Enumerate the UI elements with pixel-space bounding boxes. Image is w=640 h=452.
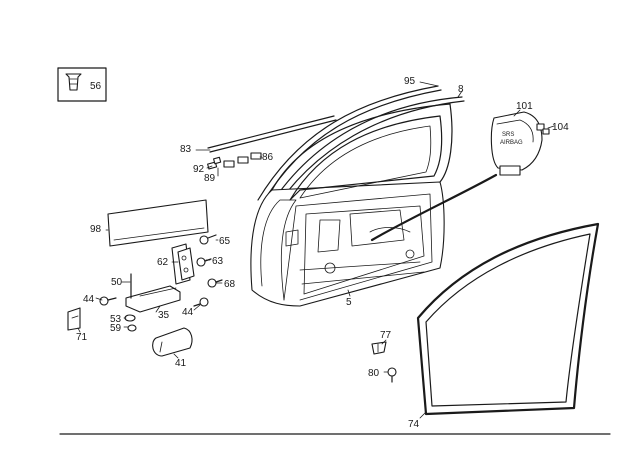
callout-63: 63 [212, 256, 224, 267]
callout-65: 65 [219, 236, 231, 247]
clip-56-icon [65, 73, 82, 91]
clip-86 [223, 152, 262, 168]
callout-98: 98 [90, 224, 102, 235]
airbag-label-line1: SRS [502, 132, 514, 138]
callout-8: 8 [458, 84, 464, 95]
callout-101: 101 [516, 101, 533, 112]
clip-77 [371, 341, 387, 355]
callouts: 95 8 101 104 83 92 89 86 98 65 62 63 50 … [76, 76, 569, 430]
callout-50: 50 [111, 277, 123, 288]
bolt-63 [196, 257, 212, 267]
callout-71: 71 [76, 332, 88, 343]
airbag-label-line2: AIRBAG [500, 140, 523, 146]
bracket-71 [67, 307, 81, 331]
callout-68: 68 [224, 279, 236, 290]
callout-77: 77 [380, 330, 392, 341]
callout-44-right: 44 [182, 307, 194, 318]
callout-41: 41 [175, 358, 187, 369]
airbag-module-101 [490, 111, 543, 176]
callout-86: 86 [262, 152, 274, 163]
cover-cap-41 [152, 327, 193, 357]
washer-59 [127, 324, 137, 332]
clip-80 [387, 367, 397, 383]
bolt-44-right [193, 297, 209, 307]
door-shell-5 [250, 103, 453, 307]
legend-box [57, 67, 107, 102]
callout-80: 80 [368, 368, 380, 379]
callout-83: 83 [180, 144, 192, 155]
trim-strip-98 [107, 199, 209, 247]
callout-95: 95 [404, 76, 416, 87]
callout-89: 89 [204, 173, 216, 184]
callout-53: 53 [110, 314, 122, 325]
airbag-pointer-line [370, 173, 498, 242]
callout-35: 35 [158, 310, 170, 321]
leader-lines [77, 81, 555, 419]
callout-59: 59 [110, 323, 122, 334]
callout-104: 104 [552, 122, 569, 133]
callout-74: 74 [408, 419, 420, 430]
callout-62: 62 [157, 257, 169, 268]
washer-53 [124, 314, 136, 322]
hinge-62 [171, 243, 195, 285]
callout-56: 56 [90, 81, 102, 92]
belt-molding-83 [207, 115, 337, 153]
screw-104 [536, 123, 550, 135]
bolt-44-left [99, 296, 117, 306]
callout-92: 92 [193, 164, 205, 175]
door-check-35 [125, 273, 181, 313]
airbag-label: SRS AIRBAG [500, 132, 523, 146]
callout-44-left: 44 [83, 294, 95, 305]
door-seal-74 [416, 222, 600, 416]
bolt-65 [199, 234, 217, 245]
callout-5: 5 [346, 297, 352, 308]
